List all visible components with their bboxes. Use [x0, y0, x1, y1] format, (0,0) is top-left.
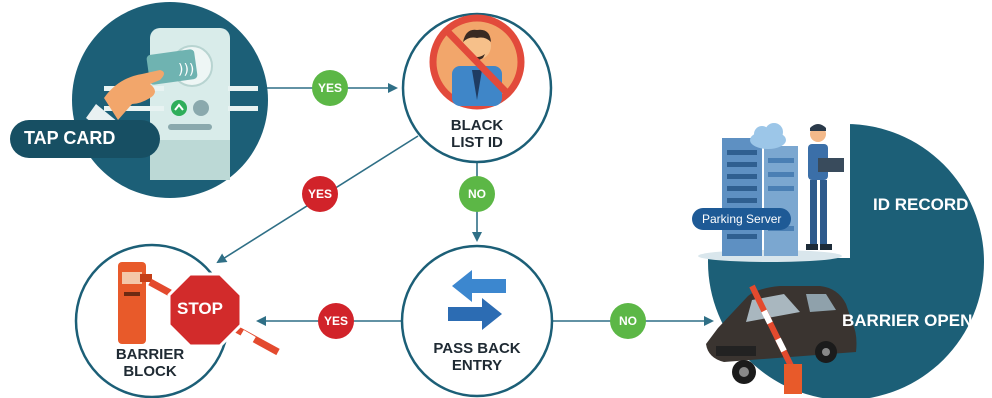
- barrier-open-label: BARRIER OPEN: [842, 311, 973, 330]
- result-panel: [698, 108, 984, 398]
- parking-server-label: Parking Server: [692, 208, 792, 230]
- pass-back-label: PASS BACK ENTRY: [417, 340, 537, 375]
- tap-card-node: ))): [10, 2, 268, 198]
- barrier-block-label: BARRIER BLOCK: [100, 346, 200, 381]
- pass-back-node: [400, 244, 554, 398]
- barrier-block-label-line1: BARRIER: [115, 346, 185, 363]
- badge-passback-to-block: YES: [318, 303, 354, 339]
- id-record-label: ID RECORD: [873, 195, 969, 214]
- badge-blacklist-to-block: YES: [302, 176, 338, 212]
- blacklist-label: BLACK LIST ID: [427, 117, 527, 152]
- pass-back-label-line1: PASS BACK: [433, 340, 521, 357]
- tap-card-label: TAP CARD: [24, 128, 116, 148]
- badge-tap-to-blacklist: YES: [312, 70, 348, 106]
- pass-back-label-line2: ENTRY: [451, 357, 503, 375]
- barrier-block-node: [74, 243, 280, 398]
- blacklist-label-line1: BLACK: [450, 117, 504, 134]
- badge-blacklist-to-passback: NO: [459, 176, 495, 212]
- barrier-block-label-line2: BLOCK: [123, 363, 177, 381]
- blacklist-node: [401, 12, 553, 164]
- badge-passback-to-open: NO: [610, 303, 646, 339]
- blacklist-label-line2: LIST ID: [451, 134, 503, 152]
- stop-sign-text: STOP: [177, 299, 223, 318]
- svg-text:))): ))): [178, 62, 194, 78]
